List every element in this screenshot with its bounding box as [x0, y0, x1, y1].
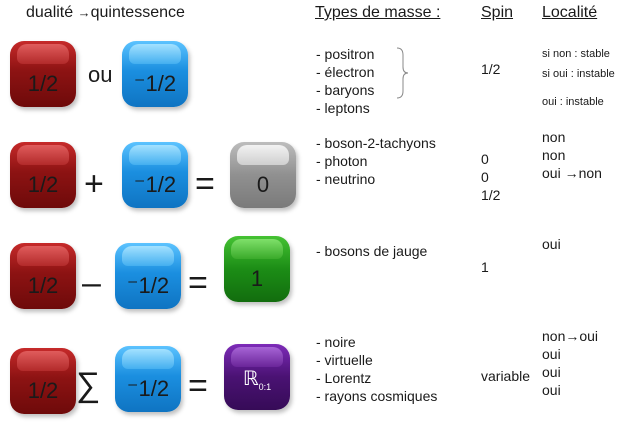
real-symbol: ℝ: [242, 368, 259, 390]
operator-equals: =: [195, 165, 215, 203]
real-subscript: 0:1: [258, 382, 272, 392]
cube-label: 1: [250, 266, 264, 291]
type-item: - rayons cosmiques: [316, 388, 438, 404]
locality-item: non→oui: [542, 328, 599, 344]
spin-value: 0: [481, 151, 489, 167]
cube-label: 1/2: [27, 378, 59, 403]
spin-value: 1/2: [481, 61, 501, 77]
operator-plus: +: [84, 165, 104, 203]
locality-item: oui: [542, 346, 561, 362]
red-cube-half: 1/2: [10, 41, 76, 107]
locality-item: oui: [542, 236, 561, 252]
blue-cube-minus-half: ⁻1/2: [115, 243, 181, 309]
spin-value: 0: [481, 169, 489, 185]
type-item: - leptons: [316, 100, 370, 116]
types-group-4: - noire - virtuelle - Lorentz - rayons c…: [316, 333, 437, 405]
purple-cube-real: ℝ0:1: [224, 344, 290, 410]
locality-group-1: si non : stable si oui : instable: [542, 44, 615, 84]
cube-label: ⁻1/2: [126, 273, 170, 298]
locality-text: si non : stable: [542, 48, 610, 60]
types-group-2: - boson-2-tachyons - photon - neutrino: [316, 134, 436, 188]
type-item: - électron: [316, 64, 375, 80]
operator-minus: –: [82, 264, 101, 302]
cube-label: ⁻1/2: [126, 376, 170, 401]
locality-item: si non : stable: [542, 44, 615, 64]
type-item: - baryons: [316, 82, 375, 98]
title-left: dualité: [26, 4, 74, 21]
locality-item: oui →non: [542, 165, 602, 181]
red-cube-half: 1/2: [10, 243, 76, 309]
col-header-spin: Spin: [481, 4, 514, 21]
types-group-1: - positron - électron - baryons - lepton…: [316, 45, 374, 117]
spin-value: variable: [481, 368, 531, 384]
col-header-localite: Localité: [542, 4, 598, 21]
blue-cube-minus-half: ⁻1/2: [122, 142, 188, 208]
blue-cube-minus-half: ⁻1/2: [115, 346, 181, 412]
type-item: - neutrino: [316, 171, 376, 187]
locality-group-2: non non oui →non: [542, 128, 602, 182]
cube-label: 0: [256, 172, 270, 197]
type-item: - boson-2-tachyons: [316, 135, 436, 151]
locality-item: non: [542, 147, 566, 163]
operator-equals: =: [188, 367, 208, 405]
blue-cube-minus-half: ⁻1/2: [122, 41, 188, 107]
header-dualite: dualité →quintessence: [26, 4, 185, 22]
operator-sum: ∑: [76, 366, 101, 404]
type-item: - virtuelle: [316, 352, 373, 368]
spin-group-2: 0 0 1/2: [481, 150, 500, 204]
locality-item: non: [542, 129, 566, 145]
red-cube-half: 1/2: [10, 142, 76, 208]
type-item: - photon: [316, 153, 368, 169]
red-cube-half: 1/2: [10, 348, 76, 414]
title-right: quintessence: [90, 4, 185, 21]
locality-item: oui: [542, 382, 561, 398]
grey-cube-zero: 0: [230, 142, 296, 208]
type-item: - bosons de jauge: [316, 243, 428, 259]
cube-label: 1/2: [27, 273, 59, 298]
green-cube-one: 1: [224, 236, 290, 302]
type-item: - positron: [316, 46, 375, 62]
cube-label: 1/2: [27, 71, 59, 96]
spin-value: 1: [481, 259, 489, 275]
locality-text: si oui : instable: [542, 68, 615, 80]
operator-or: ou: [88, 62, 113, 87]
cube-label: ℝ0:1: [224, 364, 290, 402]
locality-item: si oui : instable: [542, 64, 615, 84]
locality-item: oui: [542, 364, 561, 380]
type-item: - noire: [316, 334, 356, 350]
arrow-icon: →: [77, 5, 91, 20]
locality-group-4: non→oui oui oui oui: [542, 327, 598, 399]
cube-label: 1/2: [27, 172, 59, 197]
brace-icon: [396, 47, 409, 99]
cube-label: ⁻1/2: [133, 172, 177, 197]
spin-value: 1/2: [481, 187, 501, 203]
locality-item: oui : instable: [542, 96, 604, 108]
types-group-3: - bosons de jauge: [316, 242, 427, 260]
operator-equals: =: [188, 264, 208, 302]
type-item: - Lorentz: [316, 370, 372, 386]
col-header-types: Types de masse :: [315, 4, 441, 21]
cube-label: ⁻1/2: [133, 71, 177, 96]
